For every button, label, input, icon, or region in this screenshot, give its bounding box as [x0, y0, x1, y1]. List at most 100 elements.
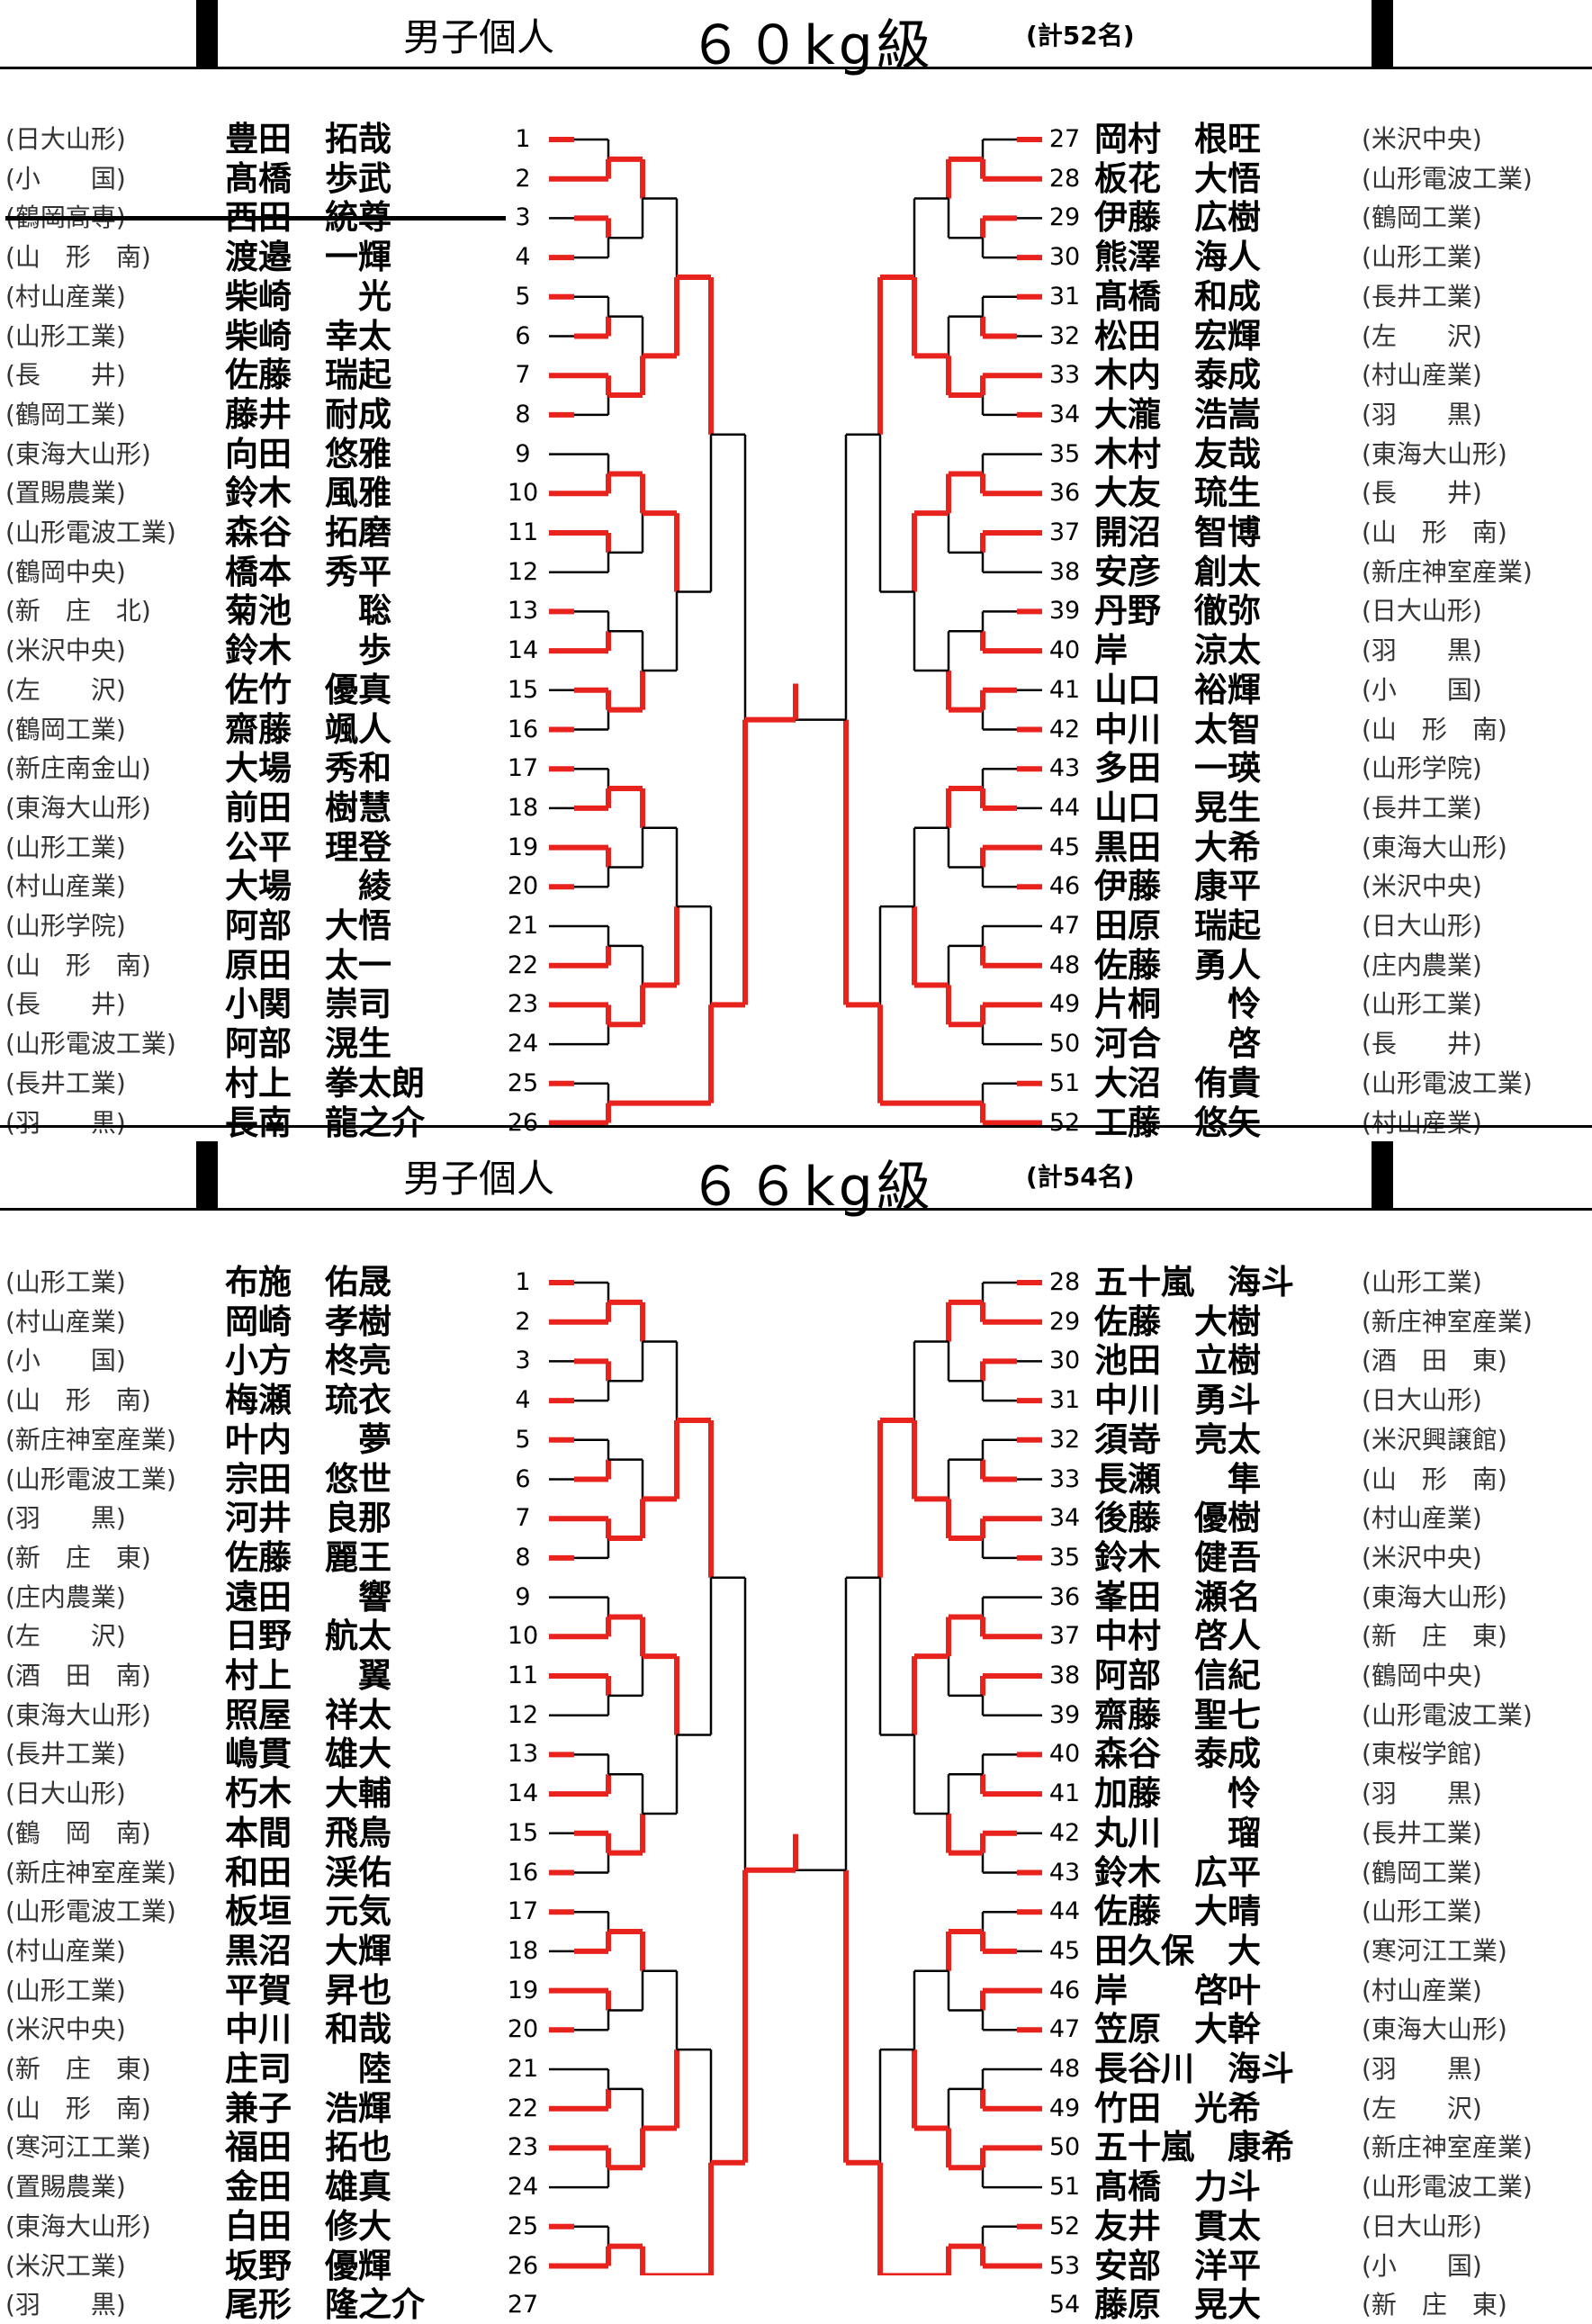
entrant-school: (山形電波工業) — [1362, 1067, 1533, 1098]
entrant-school: (東海大山形) — [5, 438, 151, 469]
entrant-name: 板花 大悟 — [1094, 158, 1261, 198]
entrant-number: 49 — [1048, 990, 1081, 1019]
section-bottom-rule — [0, 1125, 1592, 1128]
section-title: 男子個人 — [403, 1157, 555, 1201]
entrant-school: (山形工業) — [5, 1267, 126, 1297]
entrant-school: (酒 田 南) — [5, 1661, 151, 1690]
entrant-number: 9 — [515, 1582, 531, 1611]
entrant-school: (長井工業) — [5, 1067, 126, 1098]
entrant-number: 11 — [507, 518, 539, 546]
entrant-number: 14 — [507, 1779, 539, 1808]
entrant-name: 坂野 優輝 — [225, 2246, 391, 2285]
entrant-number: 39 — [1048, 597, 1081, 626]
entrant-name: 長谷川 海斗 — [1094, 2049, 1294, 2088]
entrant-number: 45 — [1048, 833, 1081, 861]
entrant-school: (山 形 南) — [5, 242, 151, 273]
entrant-number: 44 — [1048, 1897, 1081, 1926]
entrant-school: (鶴岡工業) — [5, 399, 126, 429]
entrant-school: (山 形 南) — [1362, 1464, 1507, 1494]
entrant-number: 52 — [1048, 2211, 1081, 2240]
entrant-number: 18 — [507, 1936, 539, 1965]
entrant-school: (日大山形) — [5, 124, 126, 154]
entrant-school: (山形学院) — [5, 911, 126, 941]
entrant-school: (村山産業) — [5, 1306, 126, 1337]
entrant-school: (寒河江工業) — [1362, 1935, 1507, 1966]
entrant-number: 19 — [507, 833, 539, 861]
entrant-name: 梅瀬 琉衣 — [225, 1381, 391, 1420]
entrant-name: 白田 修大 — [225, 2206, 391, 2246]
entrant-name: 五十嵐 海斗 — [1094, 1263, 1294, 1302]
entrant-number: 31 — [1048, 282, 1081, 311]
entrant-name: 阿部 大悟 — [225, 906, 391, 945]
entrant-school: (長 井) — [5, 989, 126, 1020]
entrant-number: 45 — [1048, 1936, 1081, 1965]
entrant-name: 日野 航太 — [225, 1617, 391, 1656]
entrant-name: 和田 渓佑 — [225, 1852, 391, 1892]
entrant-number: 49 — [1048, 2094, 1081, 2122]
entrant-school: (新庄神室産業) — [5, 1424, 176, 1455]
entrant-number: 12 — [507, 1700, 539, 1729]
entrant-school: (羽 黒) — [5, 1107, 126, 1138]
entrant-school: (日大山形) — [1362, 596, 1482, 626]
entrant-number: 43 — [1048, 1858, 1081, 1887]
entrant-number: 6 — [515, 1464, 531, 1493]
entrant-school: (山 形 南) — [1362, 714, 1507, 744]
entrant-name: 大沼 侑貴 — [1094, 1063, 1261, 1103]
entrant-number: 48 — [1048, 950, 1081, 979]
entrant-number: 38 — [1048, 1662, 1081, 1689]
entrant-number: 39 — [1048, 1700, 1081, 1729]
entrant-number: 41 — [1048, 1779, 1081, 1808]
entrant-number: 38 — [1048, 557, 1081, 586]
entrant-name: 岸 涼太 — [1094, 631, 1261, 671]
entrant-name: 木内 泰成 — [1094, 356, 1261, 395]
entrant-number: 50 — [1048, 2133, 1081, 2162]
entrant-count: (計54名) — [1026, 1162, 1135, 1192]
entrant-number: 16 — [507, 1858, 539, 1887]
entrant-school: (山形工業) — [1362, 1267, 1482, 1297]
entrant-name: 丸川 瑠 — [1094, 1813, 1261, 1852]
entrant-number: 36 — [1048, 1582, 1081, 1611]
entrant-name: 柴崎 幸太 — [225, 316, 391, 356]
entrant-name: 後藤 優樹 — [1094, 1499, 1261, 1538]
entrant-school: (山形工業) — [1362, 242, 1482, 273]
entrant-name: 本間 飛鳥 — [225, 1813, 391, 1852]
entrant-school: (山形電波工業) — [5, 1896, 176, 1927]
entrant-number: 9 — [515, 439, 531, 468]
entrant-number: 2 — [515, 1307, 531, 1336]
entrant-name: 笠原 大幹 — [1094, 2010, 1261, 2049]
entrant-school: (庄内農業) — [1362, 950, 1482, 980]
entrant-school: (東海大山形) — [1362, 438, 1507, 469]
entrant-name: 片桐 怜 — [1094, 985, 1261, 1024]
entrant-number: 42 — [1048, 1818, 1081, 1847]
entrant-school: (左 沢) — [5, 674, 126, 705]
